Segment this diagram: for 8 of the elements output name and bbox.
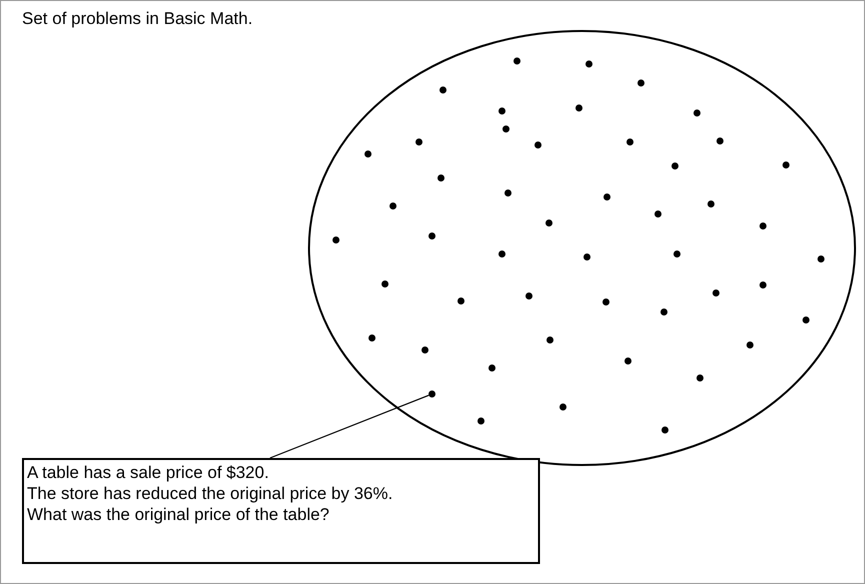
text-callout-box (22, 458, 540, 564)
leader-line (270, 394, 429, 459)
problem-text: What was the original price of the table? (27, 504, 330, 525)
problem-text: A table has a sale price of $320. (27, 462, 270, 483)
diagram-title: Set of problems in Basic Math. (22, 9, 253, 29)
problem-text: The store has reduced the original price by 36%. (27, 483, 394, 504)
set-ellipse (308, 30, 856, 466)
highlighted-dot (428, 390, 436, 398)
